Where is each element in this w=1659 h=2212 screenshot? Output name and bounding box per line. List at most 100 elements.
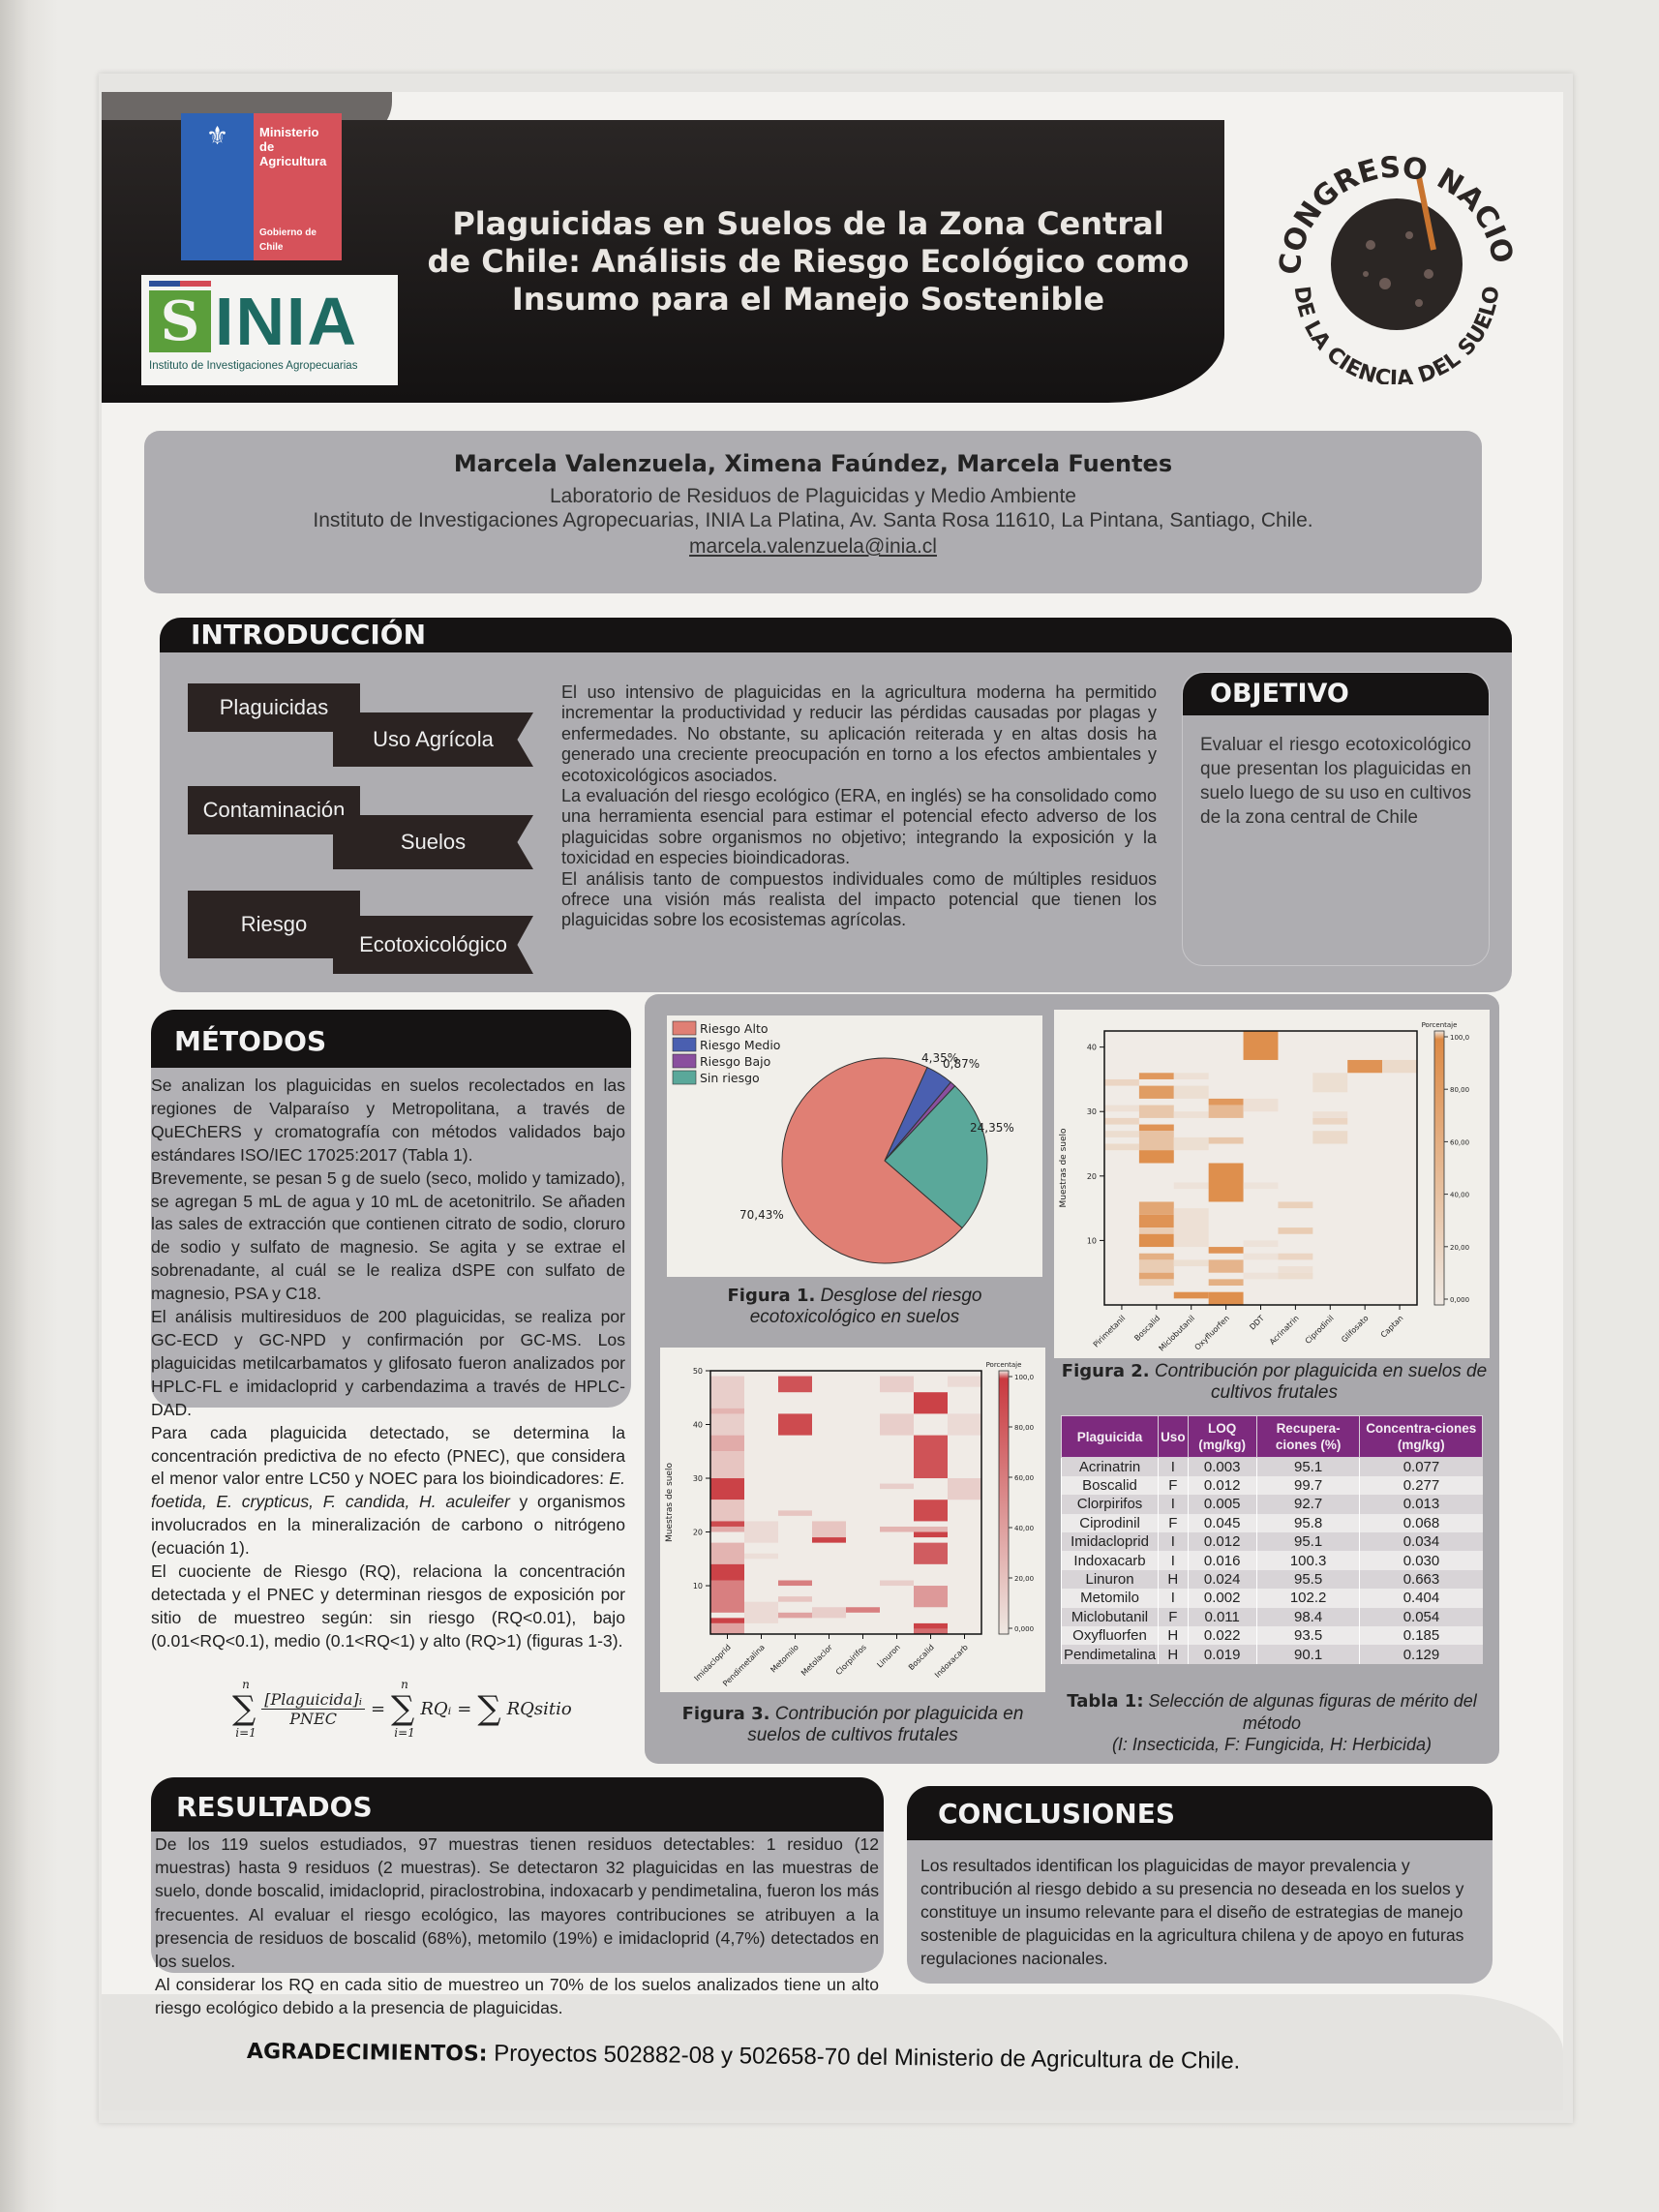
y-axis-label: Muestras de suelo: [665, 1462, 675, 1542]
heatmap-cell: [1243, 1098, 1279, 1112]
legend-label: Riesgo Alto: [700, 1021, 769, 1036]
heatmap-cell: [1208, 1259, 1244, 1273]
paragraph: El análisis tanto de compuestos individu…: [561, 868, 1157, 930]
table-cell: 0.003: [1187, 1457, 1257, 1476]
table-cell: 0.012: [1187, 1532, 1257, 1552]
heatmap-cell: [778, 1580, 812, 1587]
authors-box: Marcela Valenzuela, Ximena Faúndez, Marc…: [144, 431, 1482, 593]
text: y organismos involucrados en la minerali…: [151, 1492, 625, 1559]
table-cell: 0.277: [1359, 1475, 1483, 1496]
heatmap-cell: [1173, 1073, 1209, 1079]
table-cell: 95.8: [1255, 1513, 1360, 1533]
table-cell: 93.5: [1255, 1626, 1360, 1646]
equals: =: [370, 1698, 386, 1719]
title-line: Plaguicidas en Suelos de la Zona Central: [452, 205, 1164, 242]
heatmap-cell: [1104, 1117, 1139, 1125]
table-cell: 0.024: [1187, 1569, 1257, 1590]
pie-value-label: 24,35%: [970, 1121, 1014, 1135]
table-cell: Oxyfluorfen: [1060, 1626, 1159, 1646]
y-tick-label: 20: [693, 1529, 703, 1537]
table-cell: H: [1158, 1626, 1189, 1646]
heatmap-cell: [710, 1580, 744, 1613]
paragraph: Para cada plaguicida detectado, se deter…: [151, 1422, 625, 1561]
table-cell: 0.005: [1187, 1495, 1257, 1514]
table-cell: Clorpirifos: [1060, 1495, 1159, 1514]
heatmap-cell: [1278, 1272, 1313, 1280]
heatmap-cell: [1278, 1227, 1313, 1234]
table-cell: 0.034: [1359, 1532, 1483, 1552]
keyword-banner: Riesgo Ecotoxicológico: [188, 891, 533, 984]
figure-1-caption: Figura 1. Desglose del riesgo ecotoxicol…: [727, 1286, 982, 1327]
colorbar-tick-label: 0,000: [1450, 1296, 1469, 1304]
heatmap-cell: [710, 1542, 744, 1564]
heatmap-cell: [1104, 1143, 1139, 1151]
table-cell: F: [1158, 1513, 1189, 1533]
logo-text: Ministerio de: [259, 125, 319, 154]
heatmap-cell: [914, 1628, 948, 1634]
author-email-link[interactable]: marcela.valenzuela@inia.cl: [689, 535, 937, 558]
chile-coat-of-arms-icon: ⚜: [181, 113, 254, 260]
heatmap-cell: [710, 1376, 744, 1436]
heatmap-cell: [1138, 1272, 1174, 1280]
heatmap-cell: [1138, 1279, 1174, 1287]
table-cell: Linuron: [1060, 1569, 1159, 1590]
x-tick-label: Pirimetanil: [1092, 1314, 1128, 1349]
table-cell: 0.011: [1187, 1607, 1257, 1627]
table-cell: Ciprodinil: [1060, 1513, 1159, 1533]
heatmap-cell: [1382, 1059, 1417, 1074]
paragraph: El cuociente de Riesgo (RQ), relaciona l…: [151, 1561, 625, 1651]
table-cell: 0.077: [1359, 1457, 1483, 1476]
equals: =: [457, 1698, 472, 1719]
inia-wordmark: INIA: [215, 284, 358, 359]
y-tick-label: 40: [693, 1421, 703, 1430]
metodos-background: [151, 1065, 631, 1408]
x-tick-label: Ciprodinil: [1304, 1314, 1336, 1346]
colorbar-tick-label: 100,0: [1450, 1034, 1469, 1042]
heatmap-cell: [812, 1521, 846, 1538]
section-heading: CONCLUSIONES: [907, 1786, 1493, 1840]
heatmap-cell: [778, 1510, 812, 1516]
shovel-icon: [1416, 176, 1436, 251]
heatmap-cell: [880, 1376, 914, 1393]
table-cell: 0.012: [1187, 1475, 1257, 1496]
heatmap-cell: [1173, 1182, 1209, 1190]
y-tick-label: 10: [1087, 1236, 1097, 1245]
colorbar: [998, 1370, 1010, 1635]
legend-label: Sin riesgo: [700, 1071, 760, 1085]
affiliation-lab: Laboratorio de Residuos de Plaguicidas y…: [549, 485, 1076, 507]
heatmap-cell: [1173, 1259, 1209, 1267]
keyword-label: Riesgo: [188, 891, 360, 958]
title-line: Insumo para el Manejo Sostenible: [511, 281, 1105, 318]
heatmap-cell: [1138, 1214, 1174, 1228]
section-heading: INTRODUCCIÓN: [160, 618, 1512, 652]
heatmap-cell: [1243, 1253, 1279, 1260]
inia-s-icon: S: [149, 290, 211, 352]
table-1-caption: Tabla 1: Selección de algunas figuras de…: [1067, 1691, 1477, 1754]
table-cell: 0.663: [1359, 1569, 1483, 1590]
heatmap-cell: [1104, 1078, 1139, 1086]
heatmap-cell: [710, 1500, 744, 1522]
heatmap-cell: [710, 1408, 744, 1414]
inia-subtitle: Instituto de Investigaciones Agropecuari…: [149, 360, 358, 372]
heatmap-cell: [1312, 1117, 1348, 1125]
y-axis-label: Muestras de suelo: [1059, 1128, 1069, 1208]
colorbar-title: Porcentaje: [986, 1361, 1022, 1369]
table-cell: 90.1: [1255, 1645, 1360, 1664]
legend-swatch: [672, 1053, 697, 1069]
x-tick-label: Boscalid: [1132, 1314, 1161, 1343]
heatmap-cell: [1138, 1131, 1174, 1151]
x-tick-label: Linuron: [875, 1643, 902, 1670]
y-tick-label: 20: [1087, 1172, 1097, 1181]
heatmap-cell: [914, 1435, 948, 1479]
affiliation-institute: Instituto de Investigaciones Agropecuari…: [313, 509, 1313, 531]
heatmap-cell: [1208, 1136, 1244, 1144]
colorbar-title: Porcentaje: [1422, 1021, 1458, 1029]
heatmap-cell: [1243, 1031, 1279, 1060]
heatmap-cell: [914, 1531, 948, 1538]
table-cell: H: [1158, 1569, 1189, 1590]
